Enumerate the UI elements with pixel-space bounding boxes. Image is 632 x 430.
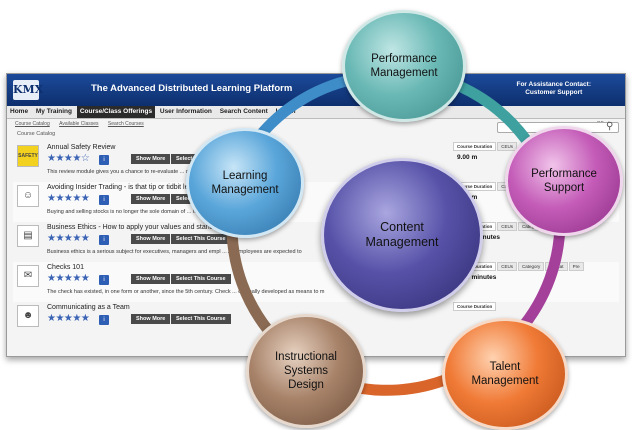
course-row: ☻ Communicating as a Team ★★★★★ i Show M… — [13, 302, 619, 342]
course-title[interactable]: Checks 101 — [47, 264, 84, 271]
app-logo: KMX — [13, 80, 43, 100]
chart-icon: ▤ — [17, 225, 39, 247]
course-row: ✉ Checks 101 ★★★★★ i Show More Select Th… — [13, 262, 619, 302]
ring-segment — [226, 231, 273, 334]
ring-segment — [515, 219, 566, 334]
course-title[interactable]: Avoiding Insider Trading - is that tip o… — [47, 184, 198, 191]
rating-stars: ★★★★★ — [47, 193, 90, 204]
menu-home[interactable]: Home — [10, 108, 29, 115]
show-more-button[interactable]: Show More — [131, 194, 171, 204]
app-title: The Advanced Distributed Learning Platfo… — [91, 83, 293, 94]
select-course-button[interactable]: Select This Course — [171, 234, 231, 244]
menu-course-offerings[interactable]: Course/Class Offerings — [76, 106, 156, 118]
show-more-button[interactable]: Show More — [131, 234, 171, 244]
info-icon[interactable]: i — [99, 275, 109, 285]
course-description: Business ethics is a serious subject for… — [47, 249, 302, 255]
select-course-button[interactable]: Select This Course — [171, 314, 231, 324]
rating-stars: ★★★★★ — [47, 273, 90, 284]
safety-icon: SAFETY — [17, 145, 39, 167]
team-icon: ☻ — [17, 305, 39, 327]
rating-stars: ★★★★☆ — [47, 153, 90, 164]
show-more-button[interactable]: Show More — [131, 274, 171, 284]
rating-stars: ★★★★★ — [47, 233, 90, 244]
catalog-label: Course Catalog — [17, 131, 56, 137]
info-icon[interactable]: i — [99, 235, 109, 245]
course-title[interactable]: Communicating as a Team — [47, 304, 130, 311]
select-course-button[interactable]: Select This Course — [171, 274, 231, 284]
menu-user-information[interactable]: User Information — [159, 108, 212, 115]
info-icon[interactable]: i — [99, 155, 109, 165]
course-description: This review module gives you a chance to… — [47, 169, 238, 175]
course-title[interactable]: Annual Safety Review — [47, 144, 116, 151]
search-icon[interactable]: ⚲ — [606, 121, 614, 132]
course-meta: Course Duration — [453, 302, 613, 325]
course-description: The check has existed, in one form or an… — [47, 289, 325, 295]
duration-value: 2.00 minutes — [457, 274, 497, 281]
show-more-button[interactable]: Show More — [131, 314, 171, 324]
menu-my-training[interactable]: My Training — [35, 108, 72, 115]
show-more-button[interactable]: Show More — [131, 154, 171, 164]
subnav-search-courses[interactable]: Search Courses — [107, 121, 144, 127]
assistance-contact: For Assistance Contact: Customer Support — [516, 81, 591, 96]
check-icon: ✉ — [17, 265, 39, 287]
duration-value: 9.00 m — [457, 154, 478, 161]
info-icon[interactable]: i — [99, 315, 109, 325]
main-menu: Home My Training Course/Class Offerings … — [7, 106, 625, 119]
ring-segment — [253, 72, 361, 142]
menu-search-content[interactable]: Search Content — [219, 108, 268, 115]
rating-stars: ★★★★★ — [47, 313, 90, 324]
subnav-available-classes[interactable]: Available Classes — [59, 121, 99, 127]
subnav-course-catalog[interactable]: Course Catalog — [15, 121, 50, 127]
course-title[interactable]: Business Ethics - How to apply your valu… — [47, 224, 254, 231]
info-icon[interactable]: i — [99, 195, 109, 205]
course-description: Buying and selling stocks is no longer t… — [47, 209, 218, 215]
user-icon: ☺ — [17, 185, 39, 207]
